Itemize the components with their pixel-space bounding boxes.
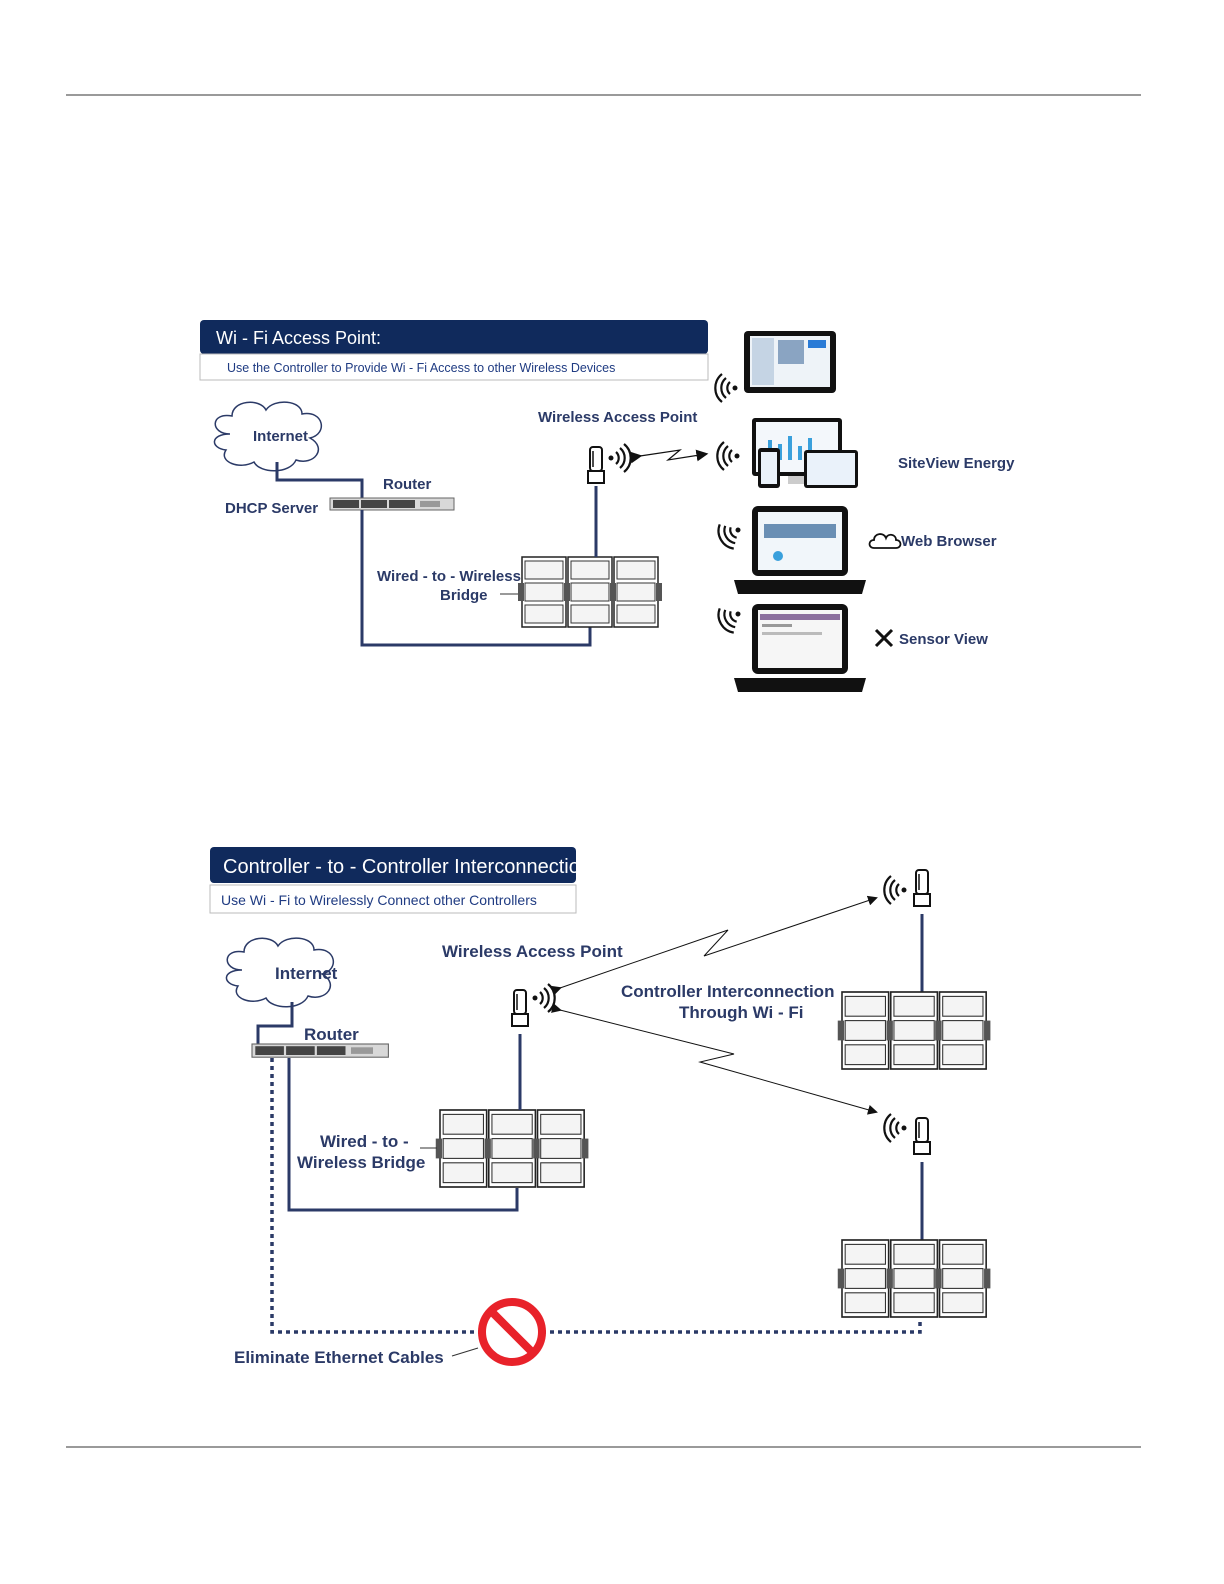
eliminate-pointer — [451, 1347, 479, 1357]
dhcp-label: DHCP Server — [225, 500, 318, 517]
wap-label-1: Wireless Access Point — [538, 409, 697, 426]
banner-title-2: Controller - to - Controller Interconnec… — [223, 856, 591, 878]
prohibited-icon — [478, 1298, 546, 1366]
antenna-icon-3 — [913, 869, 931, 907]
router-controller-link-2 — [287, 1058, 519, 1212]
ethernet-cable-dotted — [270, 1058, 922, 1334]
wifi-signal-icon — [883, 1112, 908, 1144]
bridge-label-2b: Wireless Bridge — [297, 1153, 425, 1172]
cloud-icon — [868, 533, 902, 549]
wifi-signal-icon — [883, 874, 908, 906]
web-browser-label: Web Browser — [901, 533, 997, 550]
sensor-view-label: Sensor View — [899, 631, 988, 648]
wifi-signal-icon — [712, 515, 749, 554]
wireless-link-1 — [629, 449, 709, 464]
router-icon-2 — [251, 1043, 389, 1058]
banner-subtitle-2: Use Wi - Fi to Wirelessly Connect other … — [221, 892, 537, 908]
antenna-icon-4 — [913, 1117, 931, 1155]
wifi-signal-icon — [714, 372, 739, 404]
router-controller-link-1 — [360, 510, 592, 647]
laptop-web-browser — [734, 506, 866, 594]
antenna-icon-2 — [511, 989, 529, 1027]
router-icon-1 — [329, 497, 455, 511]
tablet-device — [744, 331, 836, 393]
wireless-link-lower — [551, 1003, 878, 1115]
eliminate-label: Eliminate Ethernet Cables — [234, 1348, 444, 1367]
interconnect-label-b: Through Wi - Fi — [679, 1003, 803, 1022]
wifi-signal-icon — [716, 440, 741, 472]
siteview-devices — [752, 418, 858, 488]
wap-label-2: Wireless Access Point — [442, 942, 623, 961]
bottom-rule — [66, 1446, 1141, 1448]
bridge-label-1b: Bridge — [440, 587, 488, 604]
wifi-signal-icon — [712, 599, 749, 638]
banner-title-1: Wi - Fi Access Point: — [216, 328, 381, 348]
bridge-label-2a: Wired - to - — [320, 1132, 409, 1151]
cloud-router-link-2 — [256, 1002, 294, 1044]
bridge-label-1a: Wired - to - Wireless — [377, 568, 521, 585]
controller-2c — [838, 1240, 991, 1317]
cloud-router-link-1 — [275, 462, 364, 498]
top-rule — [66, 94, 1141, 96]
tools-icon — [874, 628, 894, 648]
wifi-access-point-banner: Wi - Fi Access Point: Use the Controller… — [199, 320, 709, 381]
antenna-icon-1 — [587, 446, 605, 484]
wireless-link-upper — [550, 895, 878, 996]
interconnection-banner: Controller - to - Controller Interconnec… — [209, 847, 591, 914]
controller-2a — [436, 1110, 589, 1187]
controller-1 — [518, 557, 662, 627]
internet-label-2: Internet — [275, 964, 338, 983]
wifi-signal-icon — [607, 442, 632, 474]
banner-subtitle-1: Use the Controller to Provide Wi - Fi Ac… — [227, 361, 615, 375]
siteview-label: SiteView Energy — [898, 455, 1015, 472]
wifi-signal-icon — [531, 982, 556, 1014]
router-label-2: Router — [304, 1025, 359, 1044]
router-label-1: Router — [383, 476, 431, 493]
laptop-sensor-view — [734, 604, 866, 692]
interconnect-label-a: Controller Interconnection — [621, 982, 834, 1001]
controller-2b — [838, 992, 991, 1069]
internet-label-1: Internet — [253, 428, 308, 445]
